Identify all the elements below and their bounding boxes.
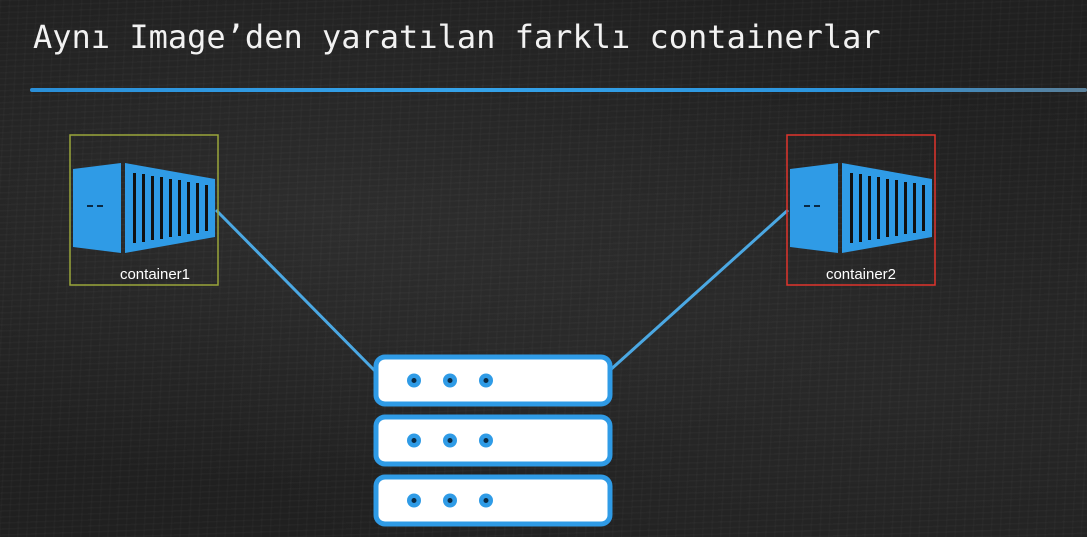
connector-line-left — [214, 208, 378, 374]
container-label-1: container1 — [120, 266, 190, 283]
slide-title: Aynı Image’den yaratılan farklı containe… — [33, 18, 881, 56]
container-node-2: container2 — [786, 134, 936, 286]
container-label-2: container2 — [826, 266, 896, 283]
shipping-container-icon — [73, 163, 215, 253]
image-layer — [376, 477, 610, 524]
container-node-1: container1 — [69, 134, 219, 286]
image-layer — [376, 417, 610, 464]
container-frame-1 — [69, 134, 219, 286]
image-layer — [376, 357, 610, 404]
title-underline — [30, 88, 1087, 92]
container-frame-2 — [786, 134, 936, 286]
shipping-container-icon — [790, 163, 932, 253]
server-stack-icon — [376, 357, 610, 524]
connector-line-right — [606, 208, 790, 374]
